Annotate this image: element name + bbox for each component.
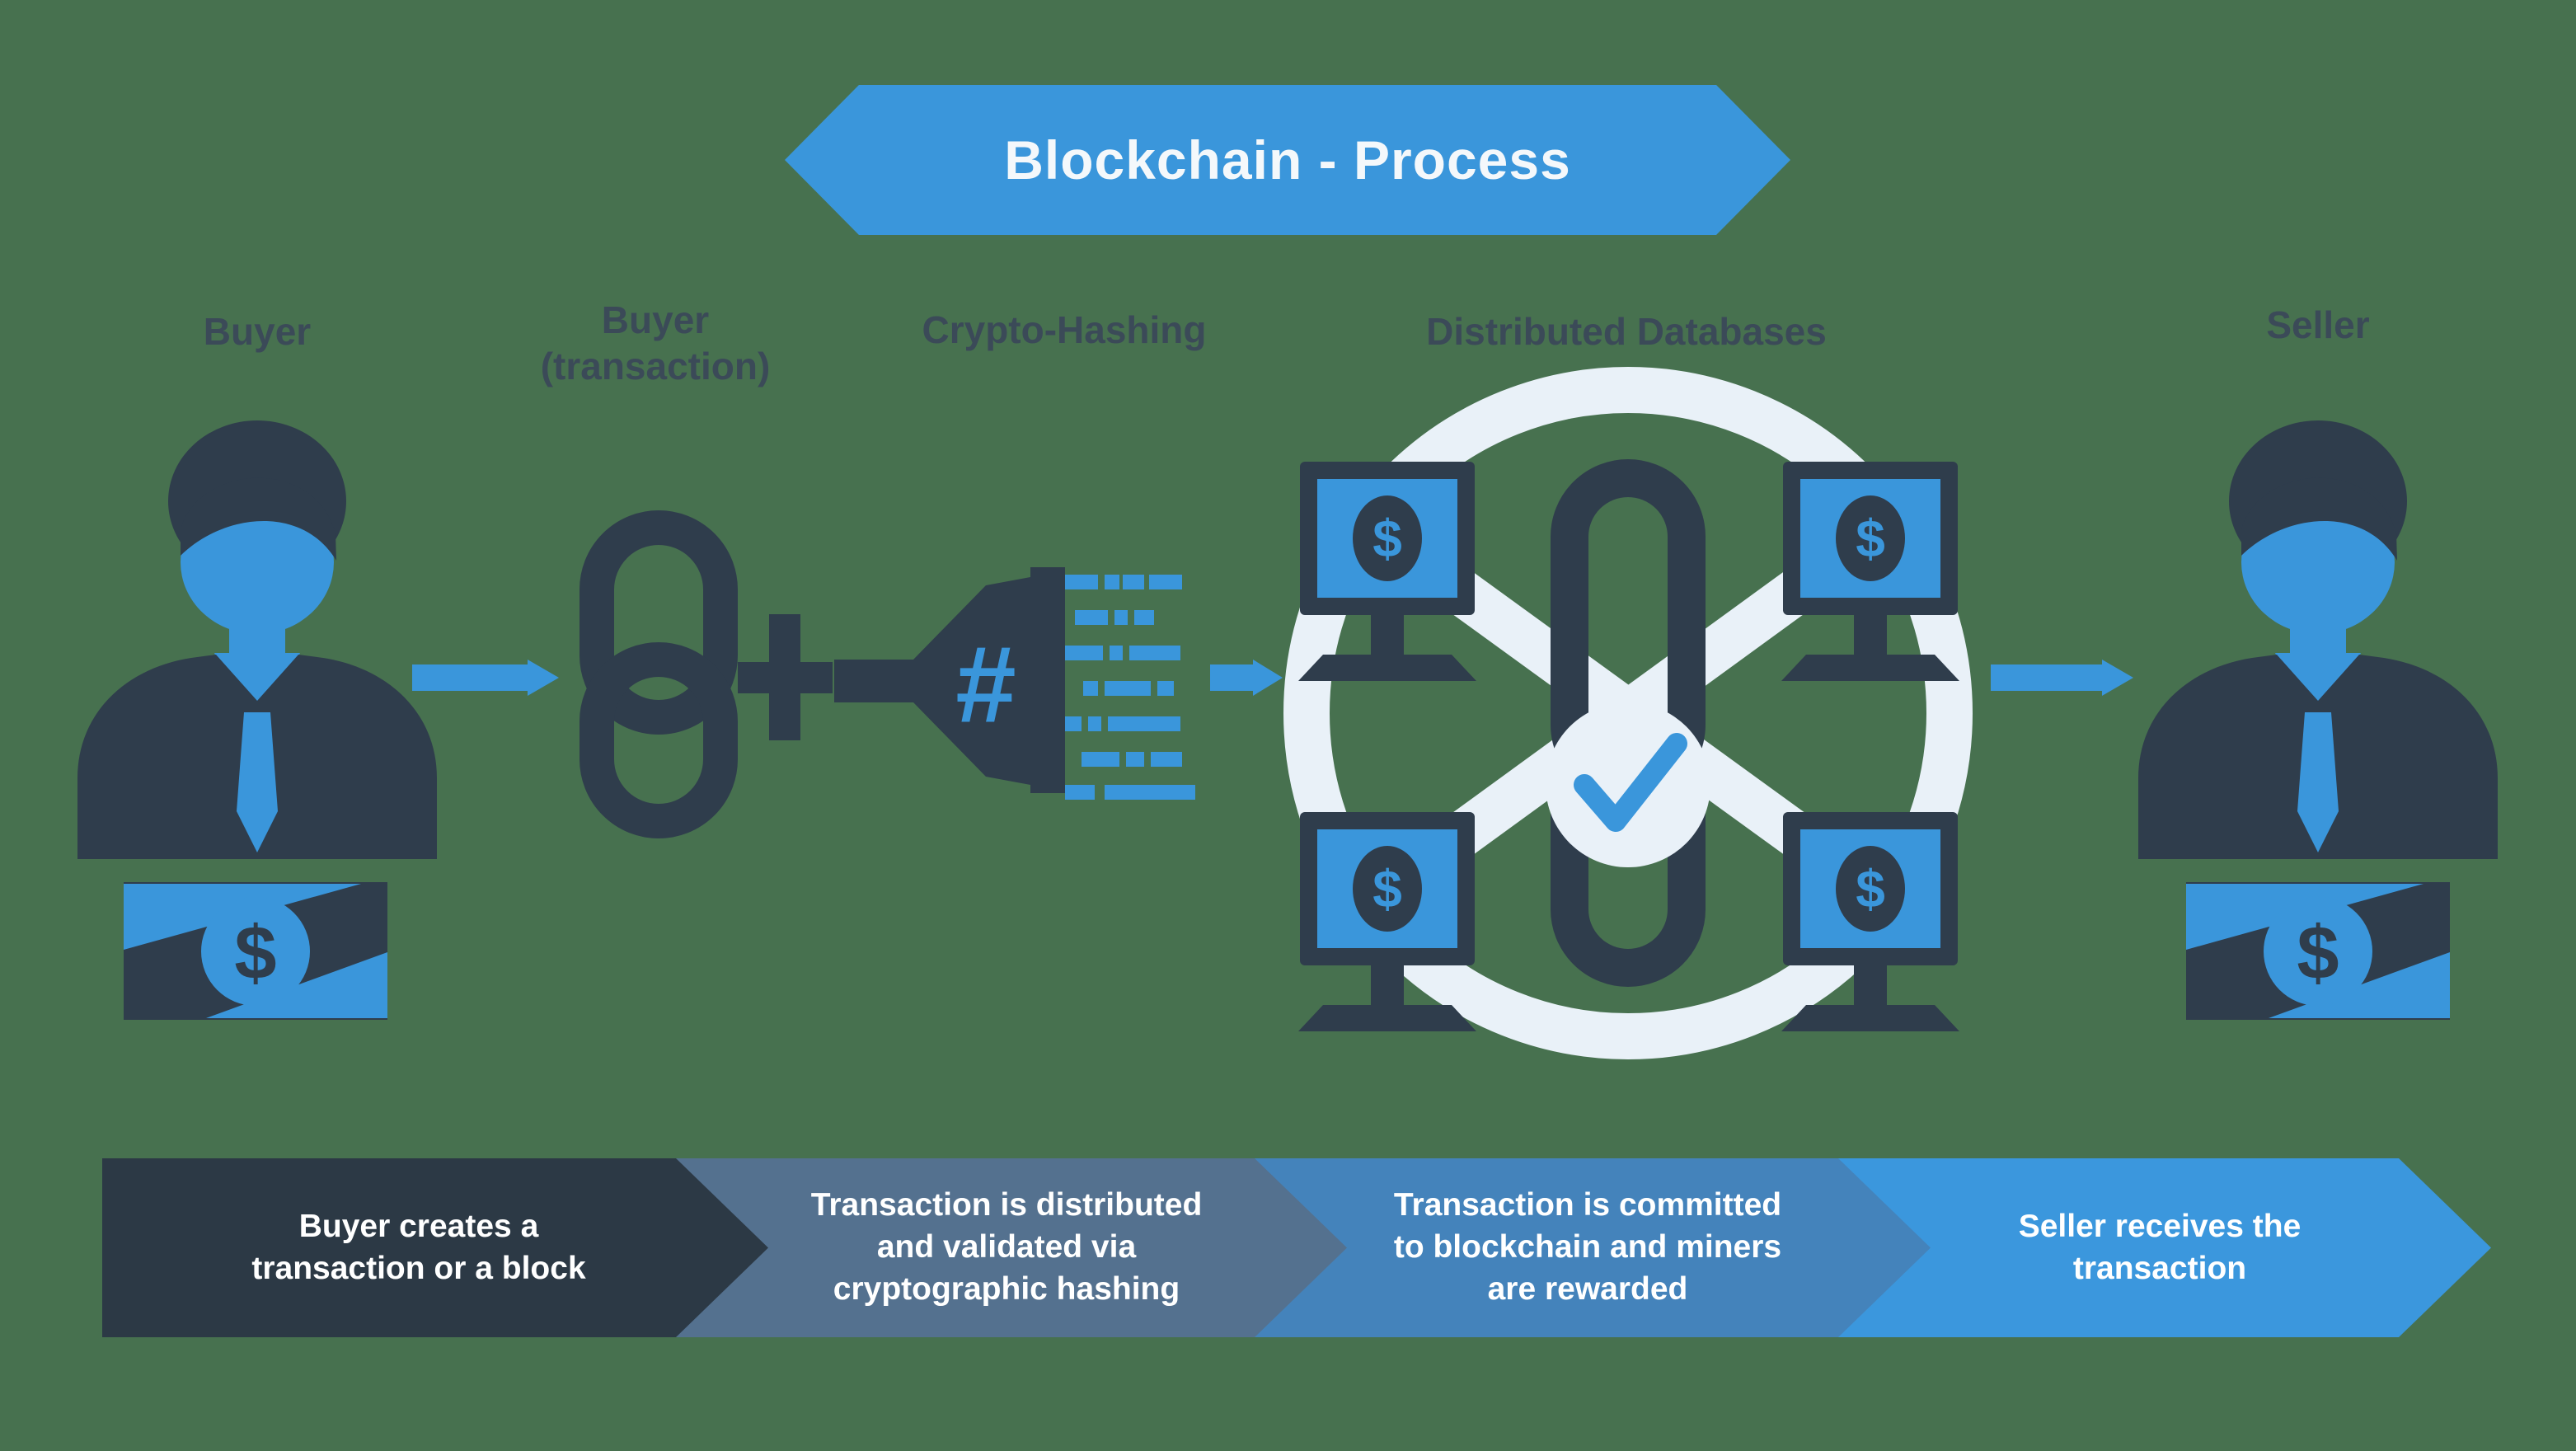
- label-buyer: Buyer: [203, 310, 312, 353]
- label-crypto-hashing: Crypto-Hashing: [922, 308, 1207, 351]
- plus-icon: [738, 614, 833, 740]
- label-seller: Seller: [2266, 303, 2370, 346]
- monitor-icon: $: [1781, 812, 1959, 1031]
- process-step-3: Transaction is committed to blockchain a…: [1255, 1158, 1931, 1337]
- buyer-person-icon: [77, 420, 437, 859]
- process-step-1: Buyer creates a transaction or a block: [102, 1158, 768, 1337]
- dollar-icon: $: [1856, 859, 1885, 918]
- label-buyer-transaction: Buyer (transaction): [540, 298, 771, 388]
- process-step-2: Transaction is distributed and validated…: [676, 1158, 1347, 1337]
- buyer-money-bill-icon: $: [124, 882, 387, 1020]
- network-ring: [1283, 367, 1973, 1059]
- distributed-databases-cluster: $ $ $ $: [1283, 367, 1973, 1059]
- process-step-text: Transaction is distributed and validated…: [810, 1187, 1203, 1307]
- dollar-icon: $: [1372, 859, 1402, 918]
- arrow-right-icon: [1991, 660, 2133, 696]
- chain-link-icon: [579, 510, 738, 838]
- verified-check-icon: [1546, 702, 1710, 867]
- hash-icon: #: [955, 624, 1016, 745]
- hash-output-dashes: [1065, 575, 1195, 800]
- title-banner: Blockchain - Process: [785, 85, 1790, 235]
- seller-money-bill-icon: $: [2186, 882, 2450, 1020]
- label-distributed-databases: Distributed Databases: [1426, 310, 1827, 353]
- dollar-icon: $: [2297, 911, 2339, 995]
- process-step-text: Transaction is committed to blockchain a…: [1393, 1187, 1782, 1307]
- seller-person-icon: [2138, 420, 2498, 859]
- process-step-text: Buyer creates a transaction or a block: [251, 1208, 586, 1286]
- process-step-text: Seller receives the transaction: [2018, 1208, 2302, 1286]
- dollar-icon: $: [1372, 509, 1402, 568]
- dollar-icon: $: [1856, 509, 1885, 568]
- arrow-right-icon: [412, 660, 559, 696]
- monitor-icon: $: [1298, 812, 1476, 1031]
- page-title: Blockchain - Process: [1004, 129, 1571, 190]
- process-step-4: Seller receives the transaction: [1838, 1158, 2491, 1337]
- monitor-icon: $: [1781, 462, 1959, 681]
- funnel-icon: #: [834, 567, 1065, 793]
- arrow-right-icon: [1210, 660, 1283, 696]
- dollar-icon: $: [234, 911, 276, 995]
- monitor-icon: $: [1298, 462, 1476, 681]
